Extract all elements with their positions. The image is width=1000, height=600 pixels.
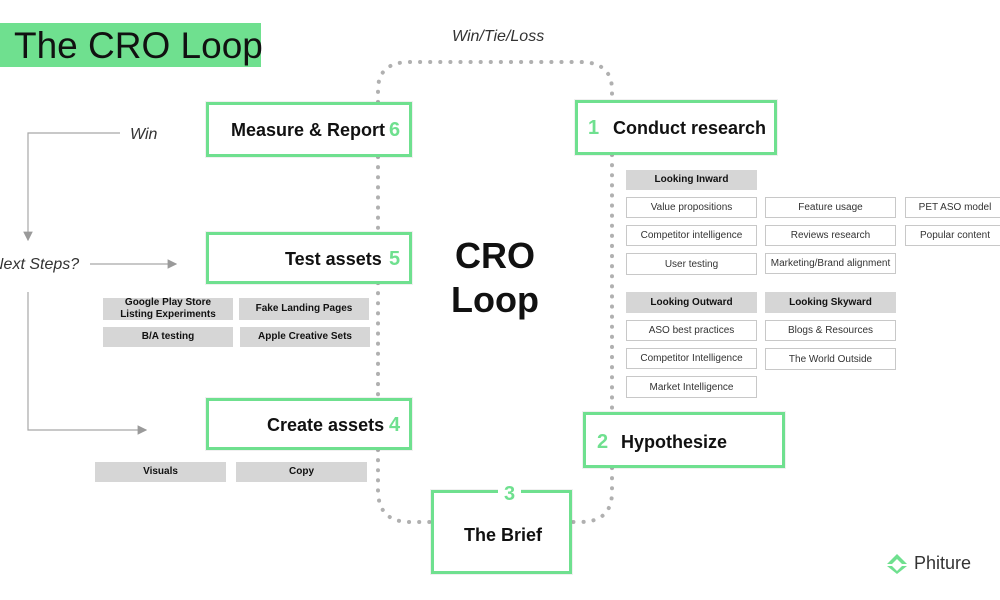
tag-value-propositions: Value propositions (626, 197, 757, 218)
win-label: Win (130, 126, 158, 143)
tag-competitor-intelligence-outward: Competitor Intelligence (626, 348, 757, 369)
step-test-assets: Test assets 5 (206, 232, 412, 284)
header-looking-skyward: Looking Skyward (765, 292, 896, 313)
tag-reviews-research: Reviews research (765, 225, 896, 246)
step-measure-number: 6 (389, 119, 401, 141)
phiture-logo-icon (887, 554, 907, 574)
center-title-line2: Loop (451, 279, 539, 320)
step-create-number: 4 (389, 414, 401, 436)
step-hypothesize-label: Hypothesize (621, 432, 728, 452)
next-steps-label: Next Steps? (0, 256, 80, 273)
step-brief-number: 3 (498, 483, 522, 506)
tag-gps-line2: Listing Experiments (120, 309, 216, 320)
page-title: The CRO Loop (14, 25, 263, 66)
tag-fake-landing-pages: Fake Landing Pages (239, 298, 369, 320)
step-measure-label: Measure & Report (231, 120, 386, 140)
step-hypothesize: 2 Hypothesize (583, 412, 785, 468)
create-arrow (27, 292, 148, 435)
step-test-number: 5 (389, 248, 401, 270)
tag-world-outside: The World Outside (765, 348, 896, 370)
header-looking-inward: Looking Inward (626, 170, 757, 190)
win-arrow-line (23, 132, 120, 242)
step-hypothesize-number: 2 (597, 431, 609, 453)
step-create-assets: Create assets 4 (206, 398, 412, 450)
tag-gps-line1: Google Play Store (124, 297, 212, 308)
center-title-line1: CRO (455, 235, 535, 276)
step-research-number: 1 (588, 117, 600, 139)
header-looking-outward: Looking Outward (626, 292, 757, 313)
tag-market-intelligence: Market Intelligence (626, 376, 757, 398)
step-test-label: Test assets (285, 249, 382, 269)
step-conduct-research: 1 Conduct research (575, 100, 777, 155)
tag-copy: Copy (236, 462, 367, 482)
tag-aso-best-practices: ASO best practices (626, 320, 757, 341)
brand-name: Phiture (914, 553, 972, 573)
tag-marketing-brand: Marketing/Brand alignment (765, 253, 896, 274)
tag-google-play-experiments: Google Play Store Listing Experiments (103, 297, 233, 320)
step-measure-report: Measure & Report 6 (206, 102, 412, 157)
title-banner (0, 23, 261, 67)
tag-competitor-intelligence: Competitor intelligence (626, 225, 757, 246)
loop-result-label: Win/Tie/Loss (452, 28, 545, 45)
tag-visuals: Visuals (95, 462, 226, 482)
dotted-loop-top (376, 60, 614, 104)
center-title: CRO Loop (430, 234, 560, 322)
tag-feature-usage: Feature usage (765, 197, 896, 218)
tag-ba-testing: B/A testing (103, 327, 233, 347)
step-research-label: Conduct research (613, 118, 767, 138)
tag-popular-content: Popular content (905, 225, 1000, 246)
tag-pet-aso-model: PET ASO model (905, 197, 1000, 218)
step-the-brief: 3 The Brief (431, 483, 572, 574)
step-create-label: Create assets (267, 415, 385, 435)
step-brief-label: The Brief (464, 525, 543, 545)
tag-blogs-resources: Blogs & Resources (765, 320, 896, 341)
tag-apple-creative-sets: Apple Creative Sets (240, 327, 370, 347)
tag-user-testing: User testing (626, 253, 757, 275)
